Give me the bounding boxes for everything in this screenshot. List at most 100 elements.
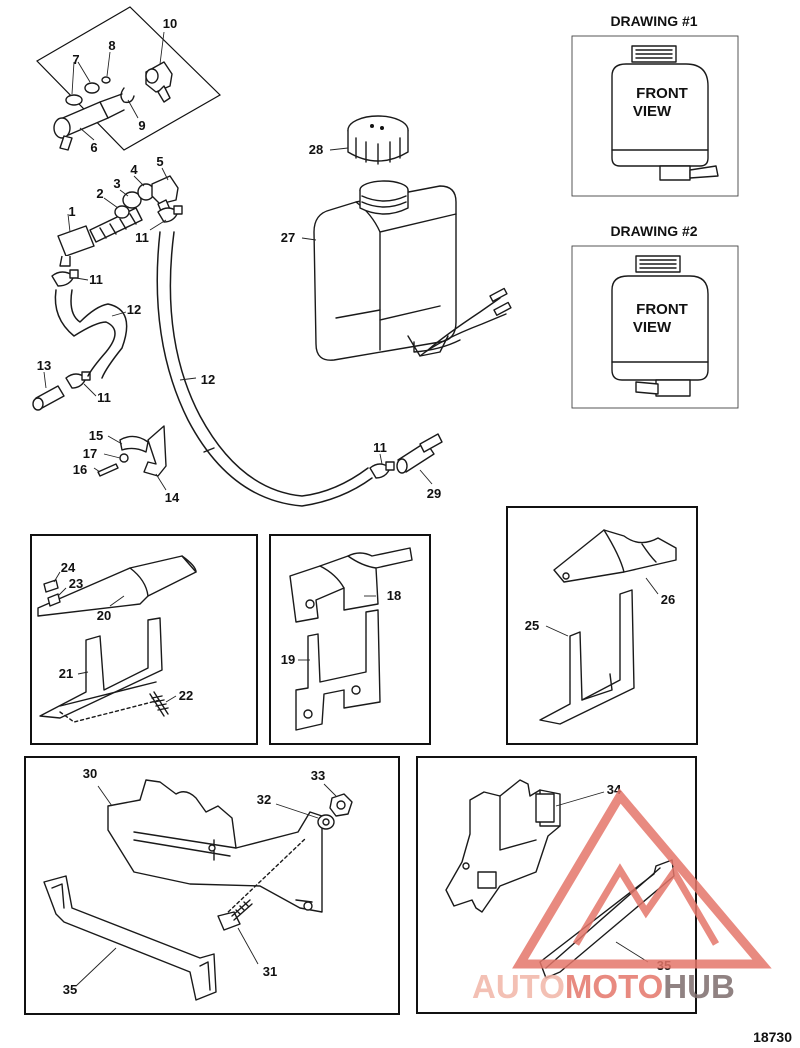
callout-12-long: 12 [201,372,215,387]
callout-29: 29 [427,486,441,501]
callout-22: 22 [179,688,193,703]
callout-12-short: 12 [127,302,141,317]
drawing1-title: DRAWING #1 [610,13,697,29]
callout-30: 30 [83,766,97,781]
callout-3: 3 [113,176,120,191]
part-21-bracket [39,617,163,719]
watermark-logo: AUTOMOTOHUB [472,788,772,1005]
drawing2-frame [571,245,739,409]
clamp-11-left [51,269,89,287]
callout-11-right: 11 [373,440,387,455]
drawing2-bottle [611,255,709,397]
callout-35-left: 35 [63,982,77,997]
callout-17: 17 [83,446,97,461]
callout-16: 16 [73,462,87,477]
part-15-clip [107,435,149,453]
callout-27: 27 [281,230,295,245]
clamp-11-right [369,453,395,479]
part-27-reservoir [301,180,512,361]
callout-2: 2 [96,186,103,201]
callout-9: 9 [138,118,145,133]
callout-13: 13 [37,358,51,373]
callout-23: 23 [69,576,83,591]
callout-32: 32 [257,792,271,807]
callout-25: 25 [525,618,539,633]
part-29-fitting [396,433,443,485]
watermark-hub: HUB [663,968,735,1005]
clamp-11-mid [65,371,97,397]
bracket-box-25-26 [506,506,698,745]
callout-7: 7 [72,52,79,67]
part-31-bolt [217,899,259,965]
drawing2-view-line2: VIEW [633,319,672,336]
callout-11-mid: 11 [97,390,111,405]
bracket-box-30-35 [24,756,400,1015]
part-10-elbow [145,61,173,103]
part-23-spacer [47,587,67,607]
reference-number: 18730 [753,1029,792,1045]
fitting-subassembly [36,6,221,151]
callout-10: 10 [163,16,177,31]
part-17-washer [119,453,129,463]
callout-5: 5 [156,154,163,169]
callout-28: 28 [309,142,323,157]
watermark-auto: AUTO [472,968,565,1005]
part-6-fitting [53,93,125,151]
part-9-clip [120,87,135,104]
part-20-bracket [37,555,197,617]
drawing2-view-line1: FRONT [636,301,688,318]
watermark-triangle [512,788,772,969]
watermark-mountain [572,863,720,946]
part-28-cap [329,115,409,165]
bracket-box-20-24 [30,534,258,745]
part-16-screw [93,463,119,477]
callout-31: 31 [263,964,277,979]
part-14-bracket [143,425,167,491]
callout-33: 33 [311,768,325,783]
callout-4: 4 [130,162,138,177]
callout-6: 6 [90,140,97,155]
hose-12-short [54,289,128,379]
part-7-oring-b [84,82,100,94]
part-33-nut [323,783,353,817]
callout-8: 8 [108,38,115,53]
part-1-bolt [57,207,143,267]
callout-26: 26 [661,592,675,607]
callouts: 1 2 3 4 5 6 7 8 9 10 11 11 11 11 12 12 1… [37,16,675,997]
part-13-fitting [32,371,65,411]
part-7-oring [65,94,83,106]
part-32-washer [275,803,335,830]
callout-19: 19 [281,652,295,667]
part-34-bracket [445,779,605,913]
part-25-bracket [539,589,635,725]
part-8-ball [101,76,111,84]
clamp-11-top [149,205,183,231]
part-35-strap [43,875,217,1001]
drawing1-bottle [611,45,719,181]
part-22-spring [149,691,177,717]
watermark-text: AUTOMOTOHUB [472,968,735,1005]
watermark-moto: MOTO [565,968,663,1005]
callout-18: 18 [387,588,401,603]
drawing1-frame [571,35,739,197]
part-26-bracket [553,529,677,595]
callout-1: 1 [68,204,75,219]
callout-15: 15 [89,428,103,443]
callout-14: 14 [165,490,180,505]
callout-21: 21 [59,666,73,681]
part-30-bracket [97,779,323,913]
callout-20: 20 [97,608,111,623]
callout-11-left: 11 [89,272,103,287]
drawing1-view-line2: VIEW [633,103,672,120]
part-24-nut [43,571,61,593]
part-19-bracket [295,609,381,731]
callout-24: 24 [61,560,76,575]
part-18-bracket [289,547,413,623]
part-2-washer [114,205,130,219]
drawing2-title: DRAWING #2 [610,223,697,239]
drawing1-view-line1: FRONT [636,85,688,102]
callout-11-top: 11 [135,230,149,245]
hose-12-long [156,231,373,507]
bracket-box-18-19 [269,534,431,745]
